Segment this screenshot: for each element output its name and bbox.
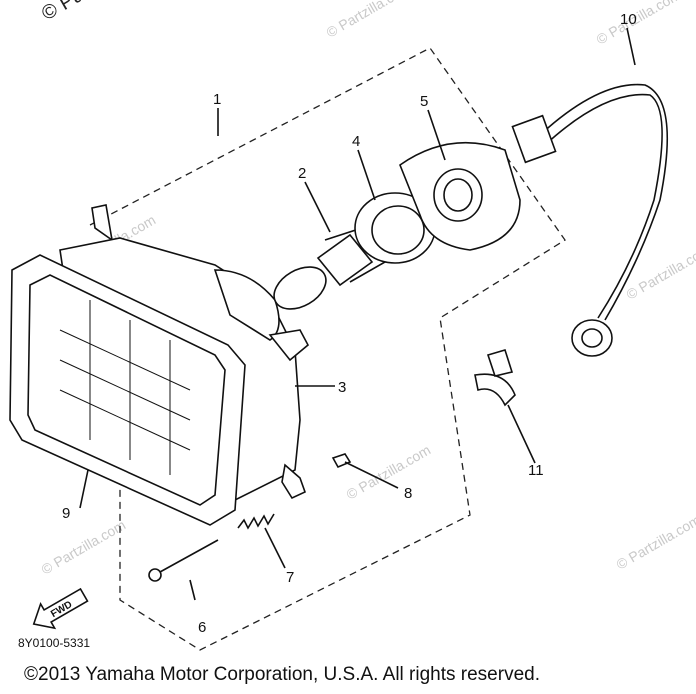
fwd-label: FWD bbox=[49, 599, 74, 620]
lens-pattern bbox=[59, 300, 191, 475]
callout-11: 11 bbox=[528, 462, 544, 479]
fwd-arrow-icon: FWD bbox=[32, 587, 89, 630]
harness-socket-inner bbox=[581, 328, 603, 348]
callout-10: 10 bbox=[620, 11, 637, 28]
headlight-rim bbox=[9, 254, 246, 526]
watermark: © Partzilla.com bbox=[344, 442, 434, 503]
callout-3: 3 bbox=[338, 379, 346, 396]
watermark: © Partzilla.com bbox=[39, 517, 129, 578]
watermark: © Partzilla.com bbox=[324, 0, 414, 41]
copyright-notice: ©2013 Yamaha Motor Corporation, U.S.A. A… bbox=[24, 664, 540, 685]
callout-6: 6 bbox=[198, 619, 206, 636]
callout-2: 2 bbox=[298, 165, 306, 182]
harness-connector bbox=[511, 114, 557, 164]
harness-cable-2 bbox=[544, 93, 663, 319]
callout-9: 9 bbox=[62, 505, 70, 522]
callout-7: 7 bbox=[286, 569, 294, 586]
callout-5: 5 bbox=[420, 93, 428, 110]
nut bbox=[331, 453, 352, 469]
wire-harness bbox=[511, 83, 669, 357]
watermark: © Partzilla.com bbox=[594, 0, 684, 48]
assembly-outline bbox=[89, 47, 566, 651]
screw-shank bbox=[159, 539, 219, 573]
watermark: © Partzilla.com bbox=[614, 512, 696, 573]
cover-opening bbox=[433, 168, 483, 222]
side-bracket bbox=[268, 329, 310, 362]
callout-1: 1 bbox=[213, 91, 221, 108]
harness-cable bbox=[539, 83, 669, 321]
top-mounting-tab bbox=[91, 204, 114, 242]
spring bbox=[237, 513, 275, 530]
socket-cover bbox=[399, 141, 521, 251]
lower-bracket bbox=[281, 463, 306, 500]
clamp bbox=[474, 349, 516, 407]
bulb bbox=[273, 227, 387, 310]
bulb-holder bbox=[354, 192, 436, 264]
callout-8: 8 bbox=[404, 485, 412, 502]
screw-head bbox=[148, 568, 162, 582]
headlight-unit bbox=[9, 204, 310, 526]
screw bbox=[148, 539, 219, 582]
rim-inner-edge bbox=[27, 274, 226, 506]
harness-socket bbox=[571, 319, 613, 357]
diagram-code: 8Y0100-5331 bbox=[18, 636, 91, 650]
bulb-glass bbox=[273, 266, 327, 310]
bulb-base bbox=[316, 233, 374, 287]
holder-inner bbox=[371, 205, 425, 255]
cover-inner bbox=[443, 178, 473, 212]
callout-4: 4 bbox=[352, 133, 360, 150]
leader-lines bbox=[79, 27, 636, 601]
fwd-arrow-shape bbox=[32, 587, 89, 630]
